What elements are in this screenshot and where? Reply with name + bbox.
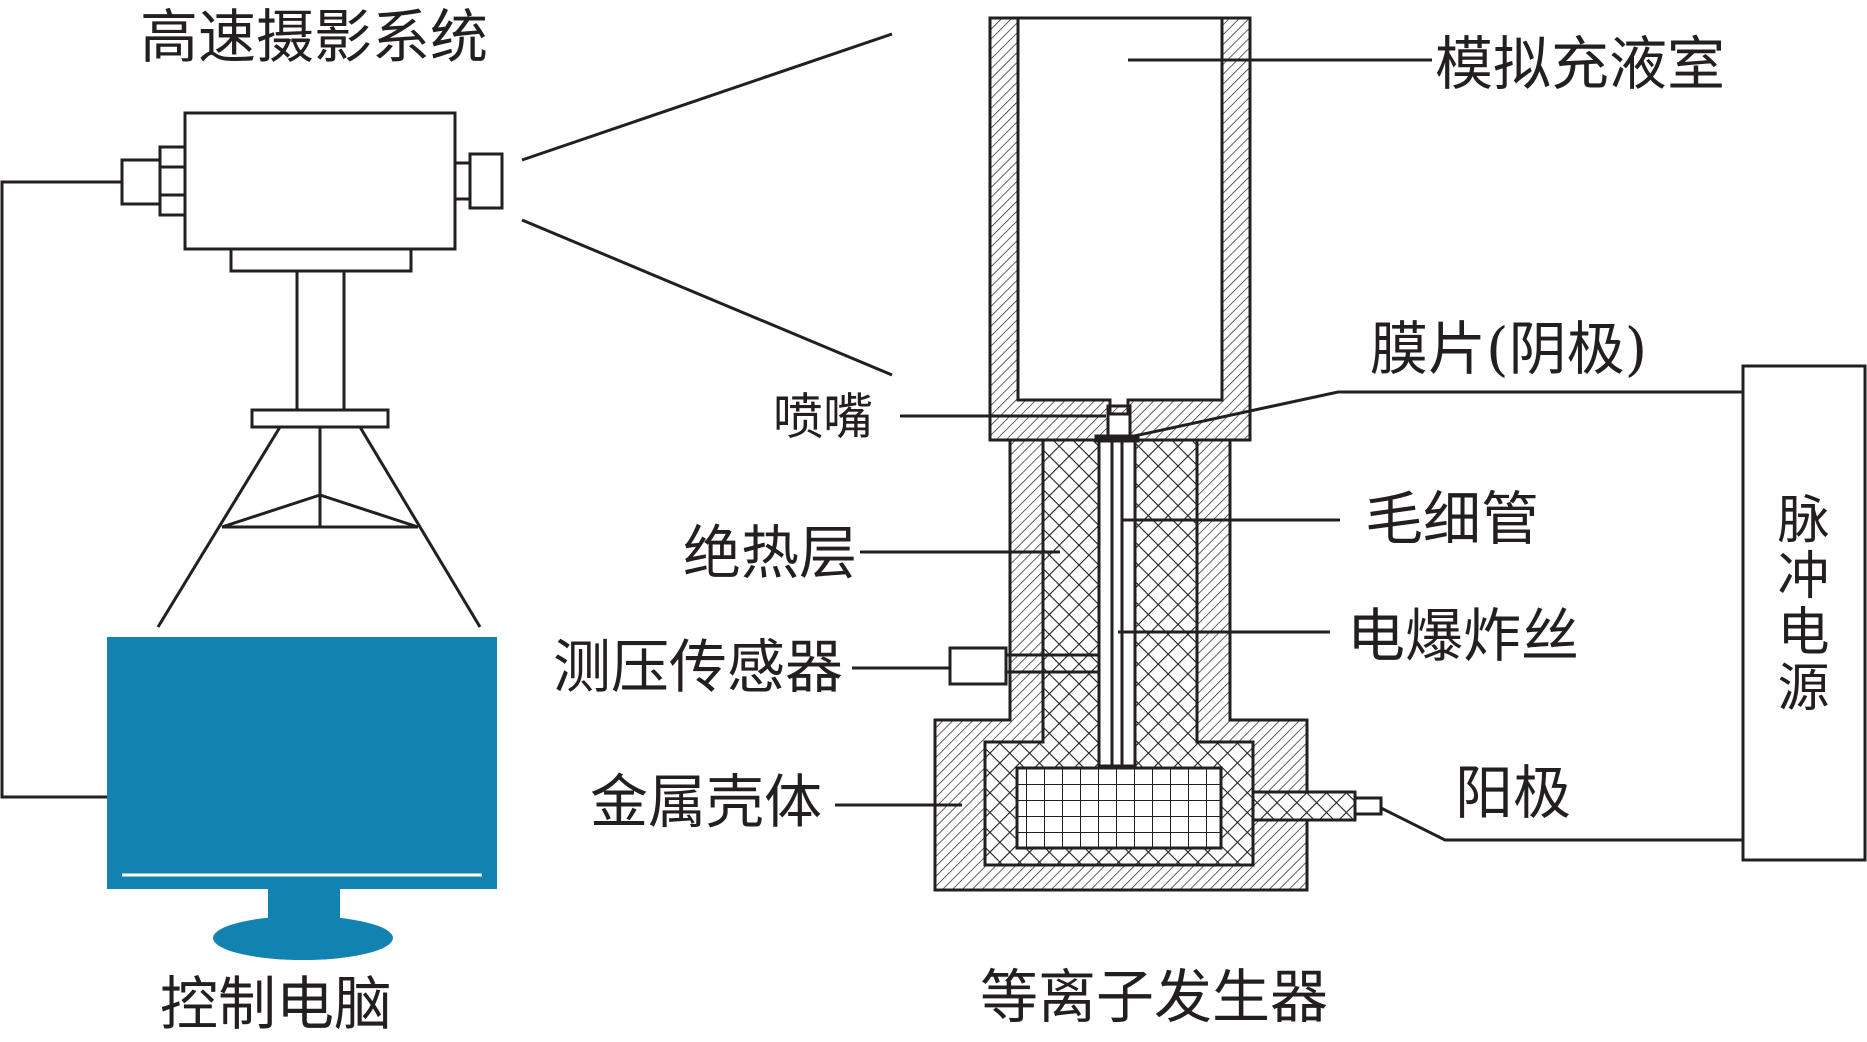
tripod <box>156 271 482 628</box>
fill-chamber <box>988 16 1252 442</box>
label-wire: 电爆炸丝 <box>1347 602 1580 670</box>
wire-anode <box>1380 806 1743 842</box>
label-fill-chamber: 模拟充液室 <box>1435 30 1726 98</box>
label-capillary: 毛细管 <box>1365 485 1540 553</box>
label-nozzle: 喷嘴 <box>773 388 873 446</box>
label-control-pc: 控制电脑 <box>160 970 393 1038</box>
view-line-top <box>521 32 893 162</box>
view-line-bottom <box>521 218 893 377</box>
label-anode: 阳极 <box>1455 759 1572 827</box>
high-speed-camera <box>120 111 504 273</box>
label-sensor: 测压传感器 <box>553 633 844 701</box>
label-insulation: 绝热层 <box>683 519 858 587</box>
label-shell: 金属壳体 <box>590 768 823 836</box>
label-camera-system: 高速摄影系统 <box>140 3 489 71</box>
plasma-generator <box>933 434 1383 892</box>
label-membrane: 膜片(阴极) <box>1370 315 1648 383</box>
monitor <box>107 637 497 960</box>
wire-membrane <box>1124 390 1743 440</box>
label-pulse-power: 脉冲电源 <box>1768 492 1828 716</box>
pulse-power-box <box>1741 364 1867 862</box>
label-plasma-generator: 等离子发生器 <box>980 963 1329 1031</box>
camera-pc-cable <box>0 180 122 799</box>
